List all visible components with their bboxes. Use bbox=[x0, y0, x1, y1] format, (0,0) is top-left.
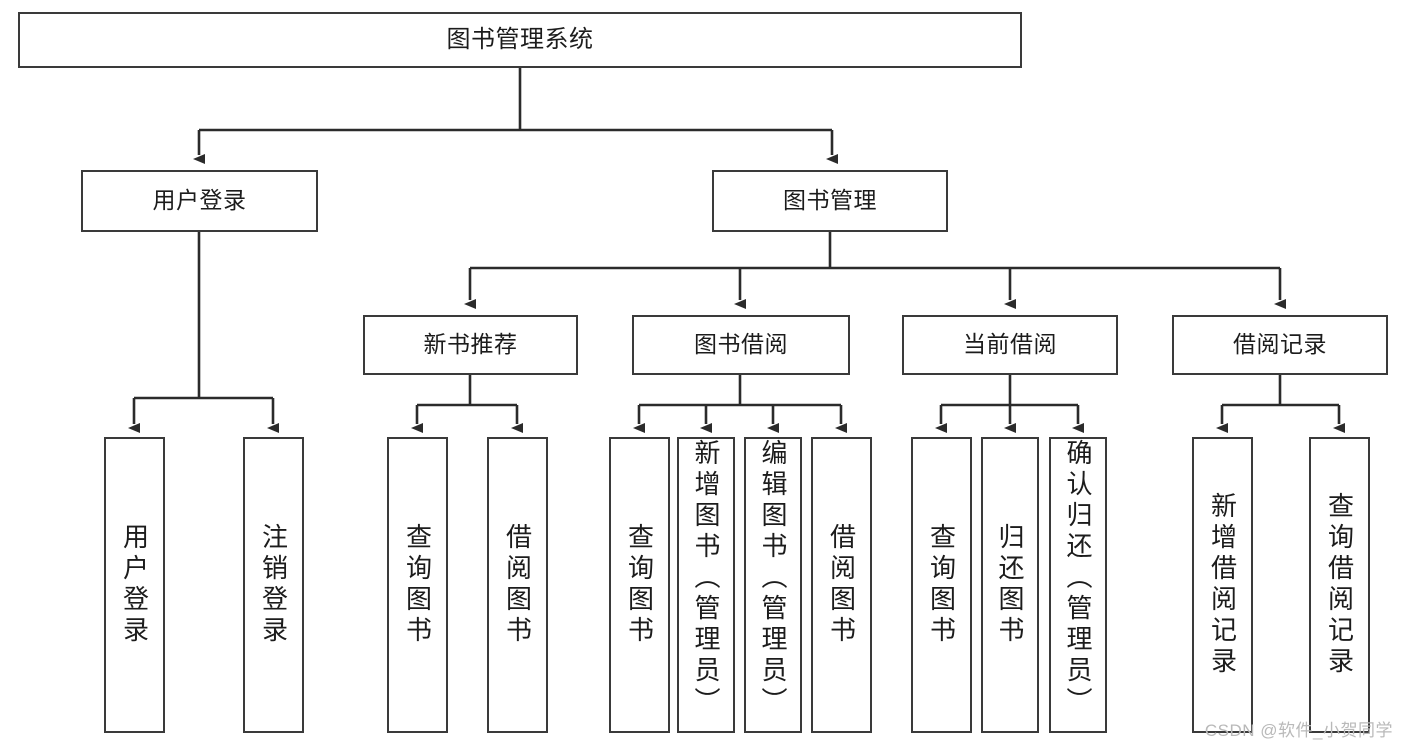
leaf-edit-book-admin[interactable]: 编辑图书（管理员） bbox=[744, 437, 802, 733]
node-label: 查询图书 bbox=[926, 523, 957, 647]
node-new-book-recommend[interactable]: 新书推荐 bbox=[363, 315, 578, 375]
node-label: 注销登录 bbox=[258, 523, 289, 647]
leaf-user-logout[interactable]: 注销登录 bbox=[243, 437, 304, 733]
leaf-query-book-current[interactable]: 查询图书 bbox=[911, 437, 972, 733]
node-label: 查询借阅记录 bbox=[1324, 492, 1355, 678]
leaf-borrow-book-recommend[interactable]: 借阅图书 bbox=[487, 437, 548, 733]
node-user-login[interactable]: 用户登录 bbox=[81, 170, 318, 232]
csdn-watermark: CSDN @软件_小贺同学 bbox=[1204, 721, 1393, 740]
node-label: 图书借阅 bbox=[694, 331, 788, 358]
node-borrow-record[interactable]: 借阅记录 bbox=[1172, 315, 1388, 375]
node-label: 图书管理系统 bbox=[446, 25, 594, 53]
node-label: 新增图书（管理员） bbox=[691, 439, 721, 718]
leaf-add-borrow-record[interactable]: 新增借阅记录 bbox=[1192, 437, 1253, 733]
node-label: 新书推荐 bbox=[423, 331, 518, 358]
node-current-borrow[interactable]: 当前借阅 bbox=[902, 315, 1118, 375]
leaf-query-borrow-record[interactable]: 查询借阅记录 bbox=[1309, 437, 1370, 733]
node-book-management[interactable]: 图书管理 bbox=[712, 170, 948, 232]
leaf-return-book[interactable]: 归还图书 bbox=[981, 437, 1039, 733]
leaf-add-book-admin[interactable]: 新增图书（管理员） bbox=[677, 437, 735, 733]
node-label: 借阅图书 bbox=[502, 523, 533, 647]
node-label: 用户登录 bbox=[152, 187, 247, 214]
node-label: 借阅记录 bbox=[1233, 331, 1327, 358]
leaf-borrow-book[interactable]: 借阅图书 bbox=[811, 437, 872, 733]
leaf-user-login[interactable]: 用户登录 bbox=[104, 437, 165, 733]
node-label: 图书管理 bbox=[783, 187, 877, 214]
node-book-borrow[interactable]: 图书借阅 bbox=[632, 315, 850, 375]
node-label: 编辑图书（管理员） bbox=[758, 439, 788, 718]
leaf-query-book-recommend[interactable]: 查询图书 bbox=[387, 437, 448, 733]
leaf-query-book-borrow[interactable]: 查询图书 bbox=[609, 437, 670, 733]
node-label: 新增借阅记录 bbox=[1207, 492, 1238, 678]
node-label: 当前借阅 bbox=[963, 331, 1057, 358]
node-label: 确认归还（管理员） bbox=[1063, 439, 1093, 718]
node-label: 用户登录 bbox=[119, 523, 150, 647]
node-root-book-management-system[interactable]: 图书管理系统 bbox=[18, 12, 1022, 68]
leaf-confirm-return-admin[interactable]: 确认归还（管理员） bbox=[1049, 437, 1107, 733]
node-label: 查询图书 bbox=[402, 523, 433, 647]
node-label: 查询图书 bbox=[624, 523, 655, 647]
node-label: 借阅图书 bbox=[826, 523, 857, 647]
node-label: 归还图书 bbox=[995, 523, 1025, 647]
